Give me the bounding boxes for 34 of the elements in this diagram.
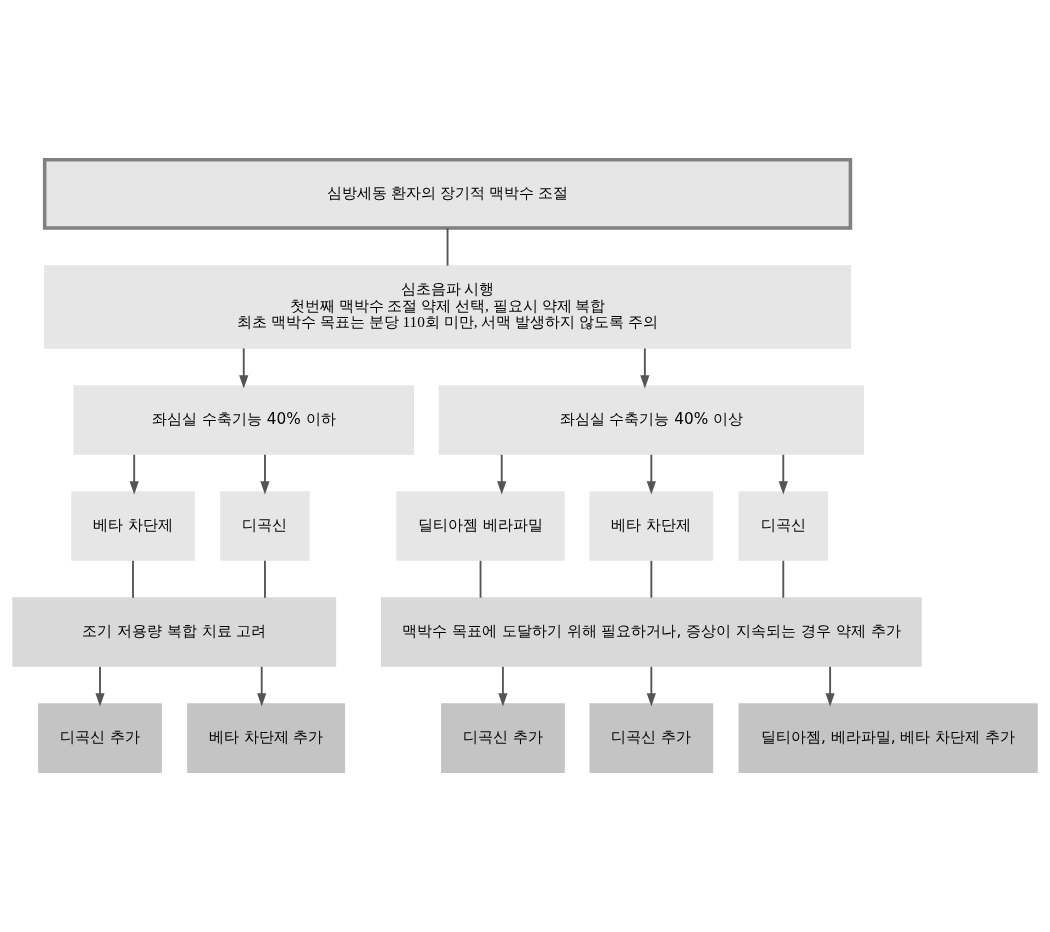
- connector: [650, 559, 653, 599]
- node-box: 베타 차단제: [589, 491, 714, 561]
- arrow: [260, 453, 270, 495]
- node-box: 딜티아젬, 베라파밀, 베타 차단제 추가: [738, 703, 1038, 773]
- arrow: [646, 453, 656, 495]
- arrow: [129, 453, 139, 495]
- arrow: [778, 453, 788, 495]
- node-box: 디곡신: [738, 491, 829, 561]
- connector: [264, 559, 266, 599]
- connector: [446, 227, 449, 267]
- node-box: 조기 저용량 복합 치료 고려: [12, 597, 337, 667]
- arrow: [497, 453, 507, 495]
- arrow: [257, 665, 267, 707]
- node-box: 맥박수 목표에 도달하기 위해 필요하거나, 증상이 지속되는 경우 약제 추가: [381, 597, 922, 667]
- node-box: 베타 차단제 추가: [187, 703, 346, 773]
- connector: [132, 559, 134, 599]
- arrow: [95, 665, 105, 707]
- arrow: [640, 347, 650, 389]
- node-box: 디곡신: [220, 491, 310, 561]
- node-box: 좌심실 수축기능 40% 이상: [438, 385, 864, 455]
- connector: [782, 559, 785, 599]
- node-box: 심방세동 환자의 장기적 맥박수 조절: [42, 157, 853, 230]
- node-box: 베타 차단제: [71, 491, 195, 561]
- arrow: [646, 665, 656, 707]
- node-box: 디곡신 추가: [38, 703, 162, 773]
- arrow: [239, 347, 249, 389]
- connector: [479, 559, 482, 599]
- arrow: [825, 665, 835, 707]
- node-box: 딜티아젬 베라파밀: [396, 491, 565, 561]
- node-box: 디곡신 추가: [441, 703, 565, 773]
- node-box: 디곡신 추가: [589, 703, 714, 773]
- node-box: 좌심실 수축기능 40% 이하: [73, 385, 414, 455]
- node-box: 심초음파 시행 첫번째 맥박수 조절 약제 선택, 필요시 약제 복합 최초 맥박수 목표는 분당 110회 미만, 서맥 발생하지 않도록 주의: [44, 265, 851, 349]
- arrow: [498, 665, 508, 707]
